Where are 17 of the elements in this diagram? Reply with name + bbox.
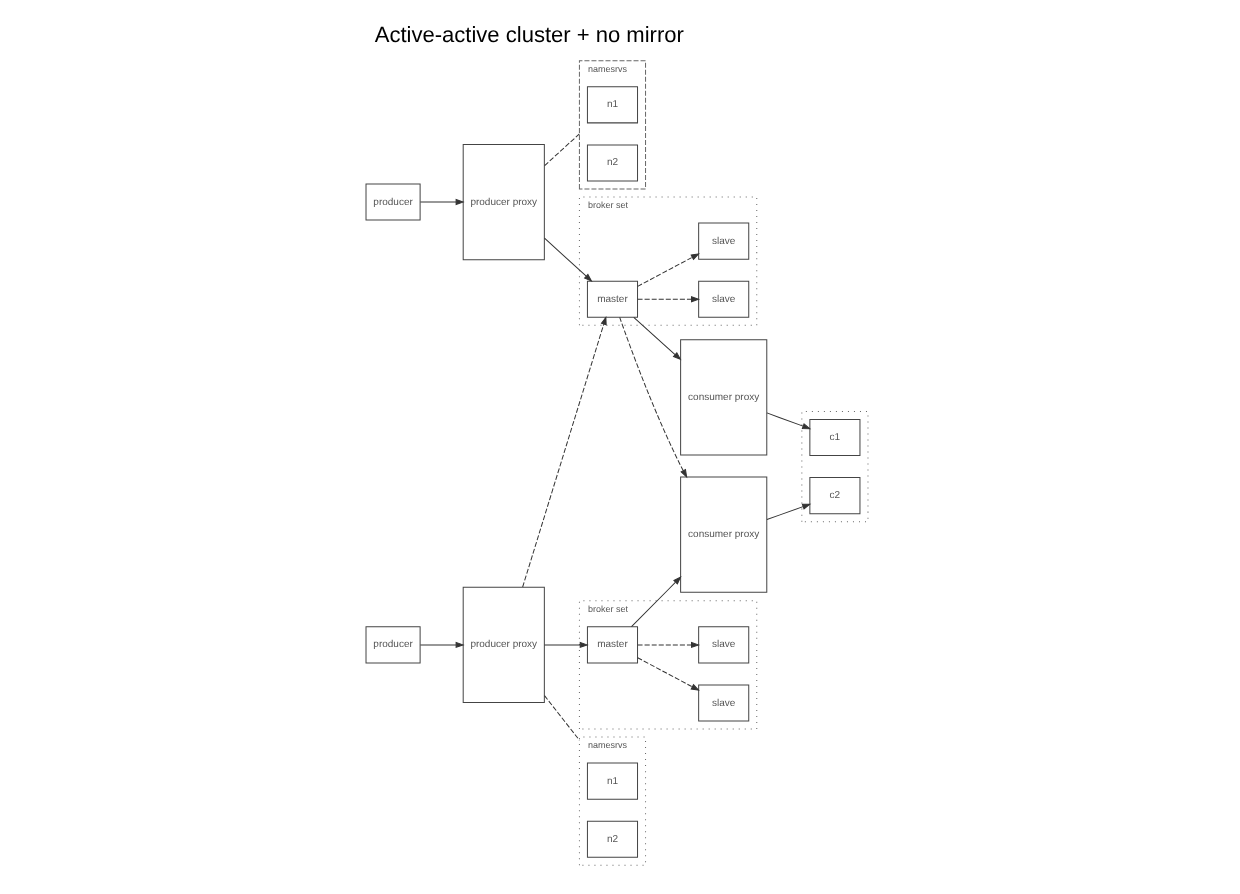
arrow — [630, 576, 681, 628]
arrow — [632, 316, 680, 360]
arrow — [418, 199, 463, 205]
arrow — [636, 657, 699, 691]
arrow — [765, 503, 810, 521]
connector — [543, 133, 579, 167]
arrow — [521, 316, 606, 588]
arrow — [418, 641, 463, 648]
arrow — [636, 641, 699, 648]
arrow — [636, 253, 699, 287]
diagram-title: Active-active cluster + no mirror — [373, 24, 683, 49]
arrow — [543, 237, 591, 282]
arrow — [765, 412, 810, 430]
arrow — [618, 316, 687, 478]
arrow — [543, 641, 587, 648]
arrow — [636, 296, 699, 303]
connector — [543, 695, 579, 741]
